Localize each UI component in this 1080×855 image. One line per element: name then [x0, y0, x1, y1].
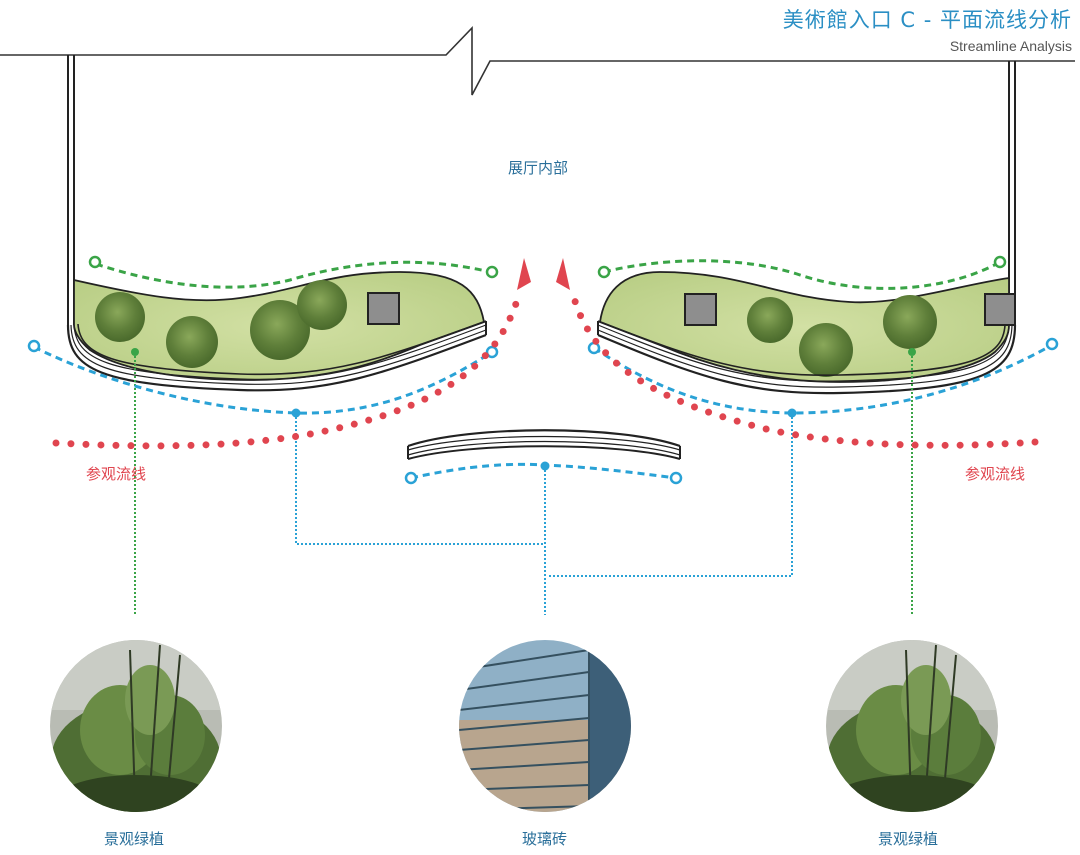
visit-flow	[52, 286, 1039, 450]
visit-flow-label-right: 参观流线	[965, 465, 1026, 483]
glass-endpoint	[404, 471, 418, 485]
glass-brick-photo	[459, 640, 631, 812]
tree	[883, 295, 937, 349]
glass-endpoint	[27, 339, 41, 353]
diagram-subtitle: Streamline Analysis	[949, 38, 1072, 54]
diagram-title: 美術館入口 C - 平面流线分析	[782, 8, 1072, 32]
left-planter-edge	[66, 320, 487, 392]
planting-endpoint	[993, 255, 1007, 269]
glass-endpoint	[1045, 337, 1059, 351]
tree	[799, 323, 853, 377]
landscape-planting-photo	[50, 640, 222, 812]
planting-endpoint	[597, 265, 611, 279]
right-planter-edge	[597, 320, 1017, 395]
planting-flow	[95, 259, 1001, 290]
tree	[166, 316, 218, 368]
photo-caption: 景观绿植	[878, 830, 939, 848]
photo-caption: 玻璃砖	[522, 830, 568, 848]
visit-flow-label-left: 参观流线	[86, 465, 147, 483]
landscape-planting-photo	[826, 640, 998, 812]
column	[367, 292, 400, 325]
column	[984, 293, 1016, 326]
planting-endpoint	[485, 265, 499, 279]
tree	[297, 280, 347, 330]
left-planter	[66, 271, 487, 392]
glass-brick-wall	[407, 429, 681, 460]
visit-flow-arrow	[517, 258, 531, 290]
tree	[747, 297, 793, 343]
glass-endpoint	[587, 341, 601, 355]
tree	[250, 300, 310, 360]
glass-endpoint	[485, 345, 499, 359]
hall-interior-label: 展厅内部	[508, 159, 569, 177]
visit-flow-arrow	[556, 258, 570, 290]
planting-endpoint	[88, 255, 102, 269]
photo-caption: 景观绿植	[104, 830, 165, 848]
building-boundary-line	[0, 26, 1075, 96]
right-planter	[597, 271, 1017, 395]
glass-leader-lines	[295, 413, 793, 615]
glass-endpoint	[669, 471, 683, 485]
right-wall	[1008, 61, 1016, 325]
column	[684, 293, 717, 326]
tree	[95, 292, 145, 342]
